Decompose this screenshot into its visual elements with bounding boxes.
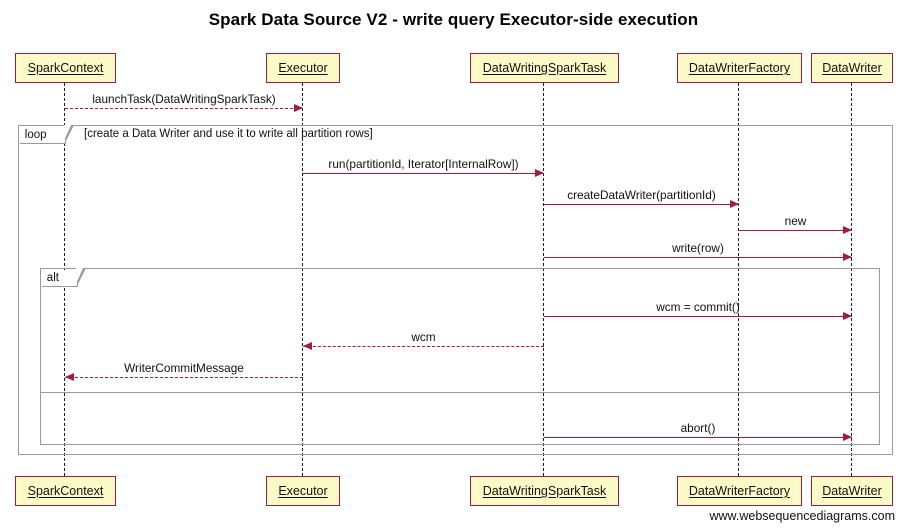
participant-footer-executor[interactable]: Executor: [266, 476, 340, 506]
participant-header-datawriterfactory[interactable]: DataWriterFactory: [677, 53, 802, 83]
participant-label: DataWritingSparkTask: [482, 61, 607, 75]
participant-footer-sparkcontext[interactable]: SparkContext: [15, 476, 116, 506]
message-line-launch-task: [65, 108, 303, 109]
participant-label: DataWriterFactory: [688, 61, 791, 75]
arrowhead-wcm-commit: [843, 312, 852, 321]
lifeline-datawriter: [851, 83, 853, 476]
alt-fragment-tag: alt: [41, 268, 86, 287]
message-line-write-row: [544, 257, 852, 258]
message-label-writer-commit-message: WriterCommitMessage: [124, 361, 244, 375]
alt-fragment-divider-0: [40, 392, 880, 393]
message-line-wcm-commit: [544, 316, 852, 317]
message-line-create-data-writer: [544, 204, 739, 205]
message-label-run-task: run(partitionId, Iterator[InternalRow]): [328, 157, 519, 171]
message-label-wcm-return: wcm: [411, 330, 436, 344]
arrowhead-launch-task: [294, 104, 303, 113]
message-line-abort: [544, 437, 852, 438]
watermark-label: www.websequencediagrams.com: [709, 509, 895, 523]
message-label-abort: abort(): [680, 421, 716, 435]
message-label-new-data-writer: new: [784, 214, 807, 228]
participant-label: DataWritingSparkTask: [482, 484, 607, 498]
loop-fragment: [18, 125, 893, 455]
arrowhead-run-task: [535, 169, 544, 178]
message-line-run-task: [303, 173, 544, 174]
loop-fragment-condition: [create a Data Writer and use it to writ…: [84, 128, 373, 140]
loop-fragment-tag: loop: [19, 125, 74, 144]
alt-fragment: [40, 268, 880, 445]
arrowhead-write-row: [843, 253, 852, 262]
lifeline-executor: [302, 83, 304, 476]
participant-header-datawriter[interactable]: DataWriter: [811, 53, 893, 83]
arrowhead-wcm-return: [303, 342, 312, 351]
participant-header-datawritingsparktask[interactable]: DataWritingSparkTask: [470, 53, 619, 83]
message-line-new-data-writer: [739, 230, 852, 231]
arrowhead-new-data-writer: [843, 226, 852, 235]
message-label-create-data-writer: createDataWriter(partitionId): [567, 188, 716, 202]
message-line-wcm-return: [303, 346, 544, 347]
arrowhead-writer-commit-message: [65, 373, 74, 382]
message-label-write-row: write(row): [672, 241, 724, 255]
participant-label: Executor: [278, 61, 328, 75]
participant-footer-datawritingsparktask[interactable]: DataWritingSparkTask: [470, 476, 619, 506]
lifeline-datawriterfactory: [738, 83, 740, 476]
message-line-writer-commit-message: [65, 377, 303, 378]
participant-label: SparkContext: [27, 484, 104, 498]
message-label-launch-task: launchTask(DataWritingSparkTask): [92, 92, 276, 106]
participant-label: DataWriterFactory: [688, 484, 791, 498]
participant-label: DataWriter: [822, 61, 882, 75]
participant-header-sparkcontext[interactable]: SparkContext: [15, 53, 116, 83]
participant-label: Executor: [278, 484, 328, 498]
message-label-wcm-commit: wcm = commit(): [656, 300, 740, 314]
participant-label: SparkContext: [27, 61, 104, 75]
arrowhead-create-data-writer: [730, 200, 739, 209]
participant-label: DataWriter: [822, 484, 882, 498]
lifeline-datawritingsparktask: [543, 83, 545, 476]
participant-footer-datawriter[interactable]: DataWriter: [811, 476, 893, 506]
page-title: Spark Data Source V2 - write query Execu…: [208, 10, 699, 29]
participant-footer-datawriterfactory[interactable]: DataWriterFactory: [677, 476, 802, 506]
participant-header-executor[interactable]: Executor: [266, 53, 340, 83]
arrowhead-abort: [843, 433, 852, 442]
